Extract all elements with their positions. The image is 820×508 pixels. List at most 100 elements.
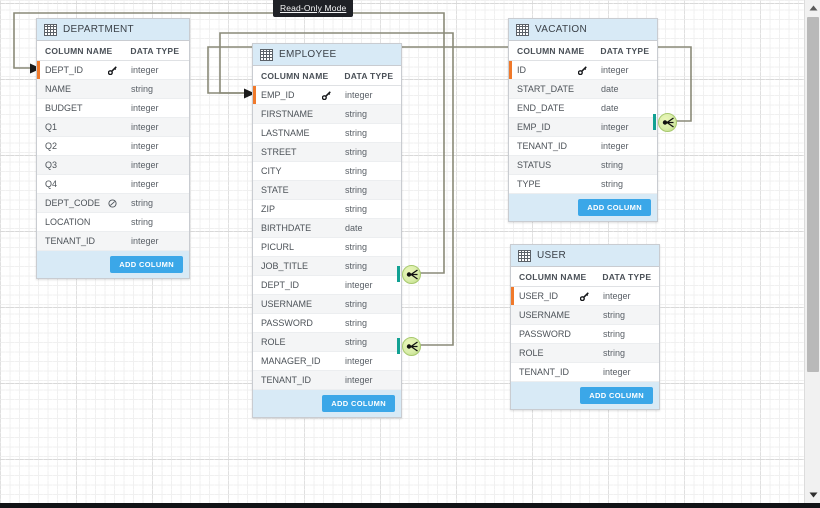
column-type-cell[interactable]: date <box>345 223 363 233</box>
column-name-cell[interactable]: USER_ID <box>511 291 596 301</box>
column-name-cell[interactable]: Q3 <box>37 160 124 170</box>
column-type-cell[interactable]: string <box>603 329 626 339</box>
scroll-down-arrow-icon[interactable] <box>805 487 820 503</box>
column-row[interactable]: BUDGET integer <box>37 99 189 118</box>
column-type-cell[interactable]: integer <box>131 65 159 75</box>
column-row[interactable]: LASTNAME string <box>253 124 401 143</box>
column-name-cell[interactable]: BUDGET <box>37 103 124 113</box>
column-type-cell[interactable]: string <box>345 166 368 176</box>
column-row[interactable]: Q4 integer <box>37 175 189 194</box>
column-type-cell[interactable]: integer <box>131 179 159 189</box>
column-type-cell[interactable]: date <box>601 84 619 94</box>
column-name-cell[interactable]: BIRTHDATE <box>253 223 338 233</box>
column-type-cell[interactable]: integer <box>601 141 629 151</box>
column-type-cell[interactable]: date <box>601 103 619 113</box>
column-name-cell[interactable]: DEPT_ID <box>253 280 338 290</box>
column-row[interactable]: TENANT_ID integer <box>37 232 189 251</box>
column-row[interactable]: DEPT_ID integer <box>253 276 401 295</box>
column-type-cell[interactable]: integer <box>345 280 373 290</box>
column-name-cell[interactable]: CITY <box>253 166 338 176</box>
column-name-cell[interactable]: JOB_TITLE <box>253 261 338 271</box>
entity-title-bar[interactable]: EMPLOYEE <box>253 44 401 66</box>
column-name-cell[interactable]: TYPE <box>509 179 594 189</box>
column-type-cell[interactable]: integer <box>601 65 629 75</box>
column-type-cell[interactable]: integer <box>131 236 159 246</box>
column-type-cell[interactable]: string <box>345 204 368 214</box>
add-column-button[interactable]: ADD COLUMN <box>110 256 183 273</box>
column-name-cell[interactable]: PASSWORD <box>511 329 596 339</box>
column-type-cell[interactable]: string <box>131 217 154 227</box>
column-name-cell[interactable]: FIRSTNAME <box>253 109 338 119</box>
entity-title-bar[interactable]: VACATION <box>509 19 657 41</box>
vertical-scrollbar[interactable] <box>804 0 820 503</box>
column-type-cell[interactable]: string <box>345 242 368 252</box>
column-name-cell[interactable]: TENANT_ID <box>37 236 124 246</box>
column-row[interactable]: PICURL string <box>253 238 401 257</box>
column-row[interactable]: CITY string <box>253 162 401 181</box>
column-type-cell[interactable]: string <box>345 109 368 119</box>
column-row[interactable]: ID integer <box>509 61 657 80</box>
column-row[interactable]: MANAGER_ID integer <box>253 352 401 371</box>
column-type-cell[interactable]: integer <box>345 90 373 100</box>
column-name-cell[interactable]: PASSWORD <box>253 318 338 328</box>
column-name-cell[interactable]: MANAGER_ID <box>253 356 338 366</box>
column-row[interactable]: TENANT_ID integer <box>253 371 401 390</box>
column-name-cell[interactable]: ROLE <box>253 337 338 347</box>
column-row[interactable]: LOCATION string <box>37 213 189 232</box>
column-name-cell[interactable]: ID <box>509 65 594 75</box>
column-name-cell[interactable]: DEPT_CODE <box>37 198 124 208</box>
column-row[interactable]: BIRTHDATE date <box>253 219 401 238</box>
entity-title-bar[interactable]: USER <box>511 245 659 267</box>
column-type-cell[interactable]: string <box>345 147 368 157</box>
crowsfoot-icon[interactable] <box>402 265 421 284</box>
column-name-cell[interactable]: TENANT_ID <box>253 375 338 385</box>
column-type-cell[interactable]: string <box>603 348 626 358</box>
column-name-cell[interactable]: EMP_ID <box>509 122 594 132</box>
column-type-cell[interactable]: string <box>345 185 368 195</box>
column-row[interactable]: DEPT_CODE string <box>37 194 189 213</box>
column-row[interactable]: ROLE string <box>253 333 401 352</box>
column-row[interactable]: PASSWORD string <box>511 325 659 344</box>
crowsfoot-icon[interactable] <box>658 113 677 132</box>
column-name-cell[interactable]: LASTNAME <box>253 128 338 138</box>
column-type-cell[interactable]: string <box>603 310 626 320</box>
column-type-cell[interactable]: string <box>131 198 154 208</box>
column-name-cell[interactable]: USERNAME <box>253 299 338 309</box>
add-column-button[interactable]: ADD COLUMN <box>322 395 395 412</box>
column-type-cell[interactable]: integer <box>345 356 373 366</box>
column-name-cell[interactable]: Q4 <box>37 179 124 189</box>
column-row[interactable]: STATE string <box>253 181 401 200</box>
column-row[interactable]: ROLE string <box>511 344 659 363</box>
column-name-cell[interactable]: ROLE <box>511 348 596 358</box>
entity-title-bar[interactable]: DEPARTMENT <box>37 19 189 41</box>
column-name-cell[interactable]: LOCATION <box>37 217 124 227</box>
column-type-cell[interactable]: integer <box>131 103 159 113</box>
column-type-cell[interactable]: string <box>601 179 624 189</box>
column-type-cell[interactable]: integer <box>131 122 159 132</box>
column-type-cell[interactable]: integer <box>131 160 159 170</box>
column-type-cell[interactable]: string <box>345 318 368 328</box>
column-type-cell[interactable]: integer <box>345 375 373 385</box>
column-type-cell[interactable]: string <box>345 337 368 347</box>
column-name-cell[interactable]: PICURL <box>253 242 338 252</box>
column-name-cell[interactable]: STATE <box>253 185 338 195</box>
column-type-cell[interactable]: integer <box>131 141 159 151</box>
column-type-cell[interactable]: string <box>345 128 368 138</box>
column-type-cell[interactable]: string <box>601 160 624 170</box>
column-name-cell[interactable]: Q2 <box>37 141 124 151</box>
